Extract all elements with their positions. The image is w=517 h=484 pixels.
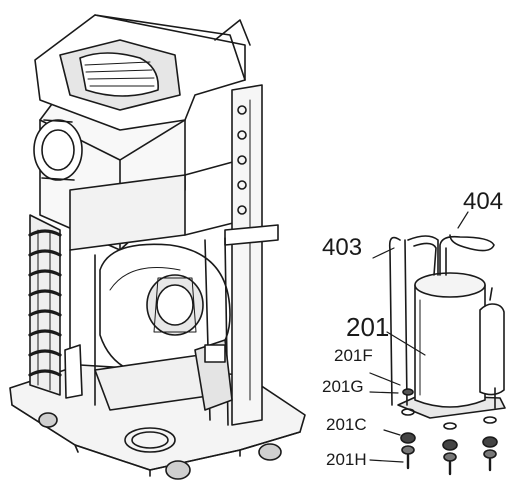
condenser-fan-scroll — [99, 243, 231, 377]
evaporator-coil — [28, 214, 62, 396]
callout-201H: 201H — [326, 450, 367, 469]
callout-201C: 201C — [326, 415, 367, 434]
callout-404: 404 — [463, 188, 504, 215]
compressor-assembly — [369, 211, 506, 476]
caster-wheels — [38, 412, 282, 480]
callout-201: 201 — [346, 312, 390, 342]
callout-403: 403 — [322, 234, 363, 261]
side-frame-rail — [224, 84, 279, 426]
callout-201F: 201F — [334, 346, 373, 365]
mounting-grommets — [400, 388, 498, 476]
fan-motor-upper — [33, 119, 83, 181]
ac-unit-assembly — [9, 14, 306, 480]
callout-201G: 201G — [322, 377, 364, 396]
callout-leader-lines — [369, 211, 469, 463]
